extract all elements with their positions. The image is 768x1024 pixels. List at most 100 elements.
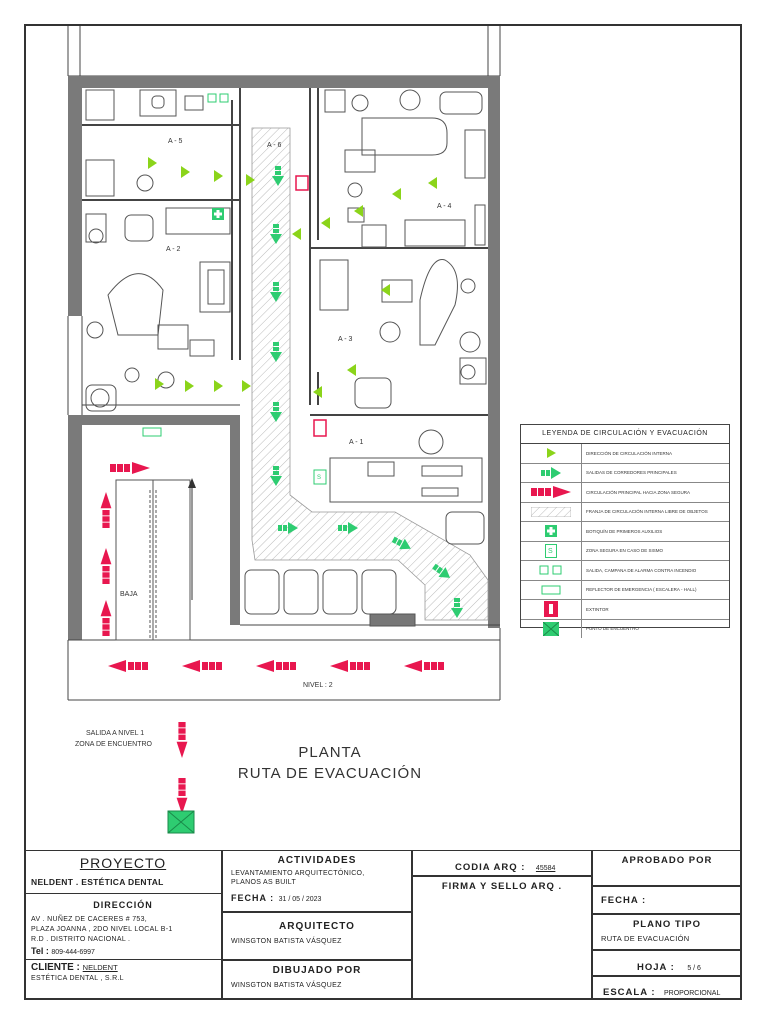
sheet-value: 5 / 6 bbox=[687, 965, 701, 972]
scale-cell: ESCALA : PROPORCIONAL bbox=[592, 976, 742, 1000]
legend-row: SALIDA, CAMPANA DE ALARMA CONTRA INCENDI… bbox=[521, 561, 729, 581]
room-label-a3: A - 3 bbox=[338, 336, 353, 343]
exit-note-line1: SALIDA A NIVEL 1 bbox=[86, 730, 144, 737]
meeting-point-icon bbox=[543, 621, 559, 636]
legend-text: BOTIQUÍN DE PRIMEROS AUXILIOS bbox=[586, 528, 663, 534]
svg-text:S: S bbox=[317, 475, 321, 481]
plan-type-cell: PLANO TIPO RUTA DE EVACUACIÓN bbox=[592, 914, 742, 950]
emergency-light-icon bbox=[142, 427, 162, 437]
project-column: PROYECTO NELDENT . ESTÉTICA DENTAL DIREC… bbox=[24, 850, 222, 1000]
client-value: NELDENT bbox=[82, 963, 118, 972]
legend-row: SALIDAS DE CORREDORES PRINCIPALES bbox=[521, 463, 729, 483]
first-aid-icon bbox=[212, 208, 224, 220]
circulation-strip bbox=[251, 127, 489, 621]
legend-text: ZONA SEGURA EN CASO DE SISMO bbox=[586, 548, 664, 554]
room-label-a6: A - 6 bbox=[267, 142, 282, 149]
legend-row: DIRECCIÓN DE CIRCULACIÓN INTERNA bbox=[521, 444, 729, 464]
client-label: CLIENTE : bbox=[31, 962, 80, 973]
signature-label: FIRMA Y SELLO ARQ . bbox=[441, 881, 563, 892]
plan-type-value: RUTA DE EVACUACIÓN bbox=[601, 934, 690, 943]
address-line3: R.D . DISTRITO NACIONAL . bbox=[31, 936, 131, 943]
approved-label: APROBADO POR bbox=[621, 855, 713, 866]
architect-cell: ARQUITECTO WINSGTON BATISTA VÁSQUEZ bbox=[222, 912, 412, 960]
drawn-by-value: WINSGTON BATISTA VÁSQUEZ bbox=[231, 982, 342, 989]
scale-value: PROPORCIONAL bbox=[663, 990, 721, 997]
svg-text:S: S bbox=[548, 548, 553, 555]
approved-cell: APROBADO POR bbox=[592, 850, 742, 886]
red-arrow-icon bbox=[531, 486, 571, 499]
alarm-icon bbox=[207, 93, 229, 103]
drawn-by-label: DIBUJADO POR bbox=[272, 965, 362, 976]
signature-cell: FIRMA Y SELLO ARQ . bbox=[412, 876, 592, 1000]
client-sub: ESTÉTICA DENTAL , S.R.L bbox=[31, 975, 124, 982]
plan-title-line2: RUTA DE EVACUACIÓN bbox=[237, 765, 423, 782]
legend: LEYENDA DE CIRCULACIÓN Y EVACUACIÓN DIRE… bbox=[520, 424, 730, 638]
legend-text: EXTINTOR bbox=[586, 606, 609, 612]
legend-text: FRANJA DE CIRCULACIÓN INTERNA LIBRE DE O… bbox=[586, 509, 708, 515]
room-label-a1: A - 1 bbox=[349, 439, 364, 446]
stair-label: BAJA bbox=[120, 591, 138, 598]
safe-zone-icon: S bbox=[545, 543, 557, 558]
address-line1: AV . NUÑEZ DE CACERES # 753, bbox=[31, 916, 148, 923]
green-arrow-icon bbox=[541, 466, 561, 479]
date-label: FECHA : bbox=[231, 893, 275, 903]
activities-line1: LEVANTAMIENTO ARQUITECTÓNICO, bbox=[231, 870, 365, 877]
activities-line2: PLANOS AS BUILT bbox=[231, 879, 297, 886]
first-aid-icon bbox=[545, 525, 557, 538]
legend-row: FRANJA DE CIRCULACIÓN INTERNA LIBRE DE O… bbox=[521, 502, 729, 522]
plan-title: PLANTA RUTA DE EVACUACIÓN bbox=[230, 744, 430, 782]
codia-value: 45584 bbox=[535, 865, 556, 872]
legend-title: LEYENDA DE CIRCULACIÓN Y EVACUACIÓN bbox=[521, 425, 729, 444]
room-label-a4: A - 4 bbox=[437, 203, 452, 210]
level-label: NIVEL : 2 bbox=[303, 682, 333, 689]
tel-label: Tel : bbox=[31, 946, 49, 956]
codia-cell: CODIA ARQ : 45584 bbox=[412, 850, 592, 876]
alarm-icon bbox=[539, 565, 562, 575]
project-label: PROYECTO bbox=[79, 855, 167, 871]
room-label-a2: A - 2 bbox=[166, 246, 181, 253]
date-value: 31 / 05 / 2023 bbox=[278, 896, 322, 903]
architect-label: ARQUITECTO bbox=[279, 921, 355, 932]
triangle-arrow-icon bbox=[547, 448, 556, 459]
legend-text: SALIDA, CAMPANA DE ALARMA CONTRA INCENDI… bbox=[586, 567, 697, 573]
extinguisher-icon bbox=[544, 601, 558, 618]
address-line2: PLAZA JOANNA , 2DO NIVEL LOCAL B-1 bbox=[31, 926, 173, 933]
sheet-cell: HOJA : 5 / 6 bbox=[592, 950, 742, 976]
tel-value: 809-444-6997 bbox=[51, 949, 95, 956]
legend-row: S ZONA SEGURA EN CASO DE SISMO bbox=[521, 541, 729, 561]
legend-text: CIRCULACIÓN PRINCIPAL HACIA ZONA SEGURA bbox=[586, 489, 691, 495]
address-label: DIRECCIÓN bbox=[93, 900, 153, 910]
emergency-light-icon bbox=[541, 585, 561, 595]
furniture bbox=[85, 89, 487, 641]
scale-label: ESCALA : bbox=[603, 987, 656, 998]
legend-text: REFLECTOR DE EMERGENCIA ( ESCALERA - HAL… bbox=[586, 587, 697, 593]
legend-row: BOTIQUÍN DE PRIMEROS AUXILIOS bbox=[521, 522, 729, 542]
approval-date-cell: FECHA : bbox=[592, 886, 742, 914]
architect-value: WINSGTON BATISTA VÁSQUEZ bbox=[231, 938, 342, 945]
project-value: NELDENT . ESTÉTICA DENTAL bbox=[31, 877, 164, 887]
legend-text: SALIDAS DE CORREDORES PRINCIPALES bbox=[586, 470, 677, 476]
plan-title-line1: PLANTA bbox=[298, 744, 362, 761]
activities-label: ACTIVIDADES bbox=[277, 855, 357, 866]
safe-zone-icon: S bbox=[313, 469, 327, 485]
hatch-strip-icon bbox=[531, 506, 571, 517]
legend-row: CIRCULACIÓN PRINCIPAL HACIA ZONA SEGURA bbox=[521, 483, 729, 503]
legend-row: PUNTO DE ENCUENTRO bbox=[521, 619, 729, 638]
room-label-a5: A - 5 bbox=[168, 138, 183, 145]
drawn-by-cell: DIBUJADO POR WINSGTON BATISTA VÁSQUEZ bbox=[222, 960, 412, 1000]
legend-text: DIRECCIÓN DE CIRCULACIÓN INTERNA bbox=[586, 450, 673, 456]
legend-row: REFLECTOR DE EMERGENCIA ( ESCALERA - HAL… bbox=[521, 580, 729, 600]
legend-row: EXTINTOR bbox=[521, 600, 729, 620]
legend-text: PUNTO DE ENCUENTRO bbox=[586, 626, 639, 632]
floor-plan: S A - 5 A - 6 A - 4 A - 2 A - 3 A - 1 BA… bbox=[67, 26, 501, 834]
codia-label: CODIA ARQ : bbox=[455, 862, 526, 873]
plan-type-label: PLANO TIPO bbox=[632, 919, 702, 930]
approval-date-label: FECHA : bbox=[601, 895, 647, 906]
walls bbox=[68, 76, 500, 640]
interior-arrows bbox=[148, 157, 437, 398]
exit-note-line2: ZONA DE ENCUENTRO bbox=[75, 741, 153, 748]
sheet-label: HOJA : bbox=[637, 962, 675, 973]
activities-cell: ACTIVIDADES LEVANTAMIENTO ARQUITECTÓNICO… bbox=[222, 850, 412, 912]
title-block: PROYECTO NELDENT . ESTÉTICA DENTAL DIREC… bbox=[24, 850, 742, 1000]
extinguisher-icon bbox=[295, 175, 327, 437]
